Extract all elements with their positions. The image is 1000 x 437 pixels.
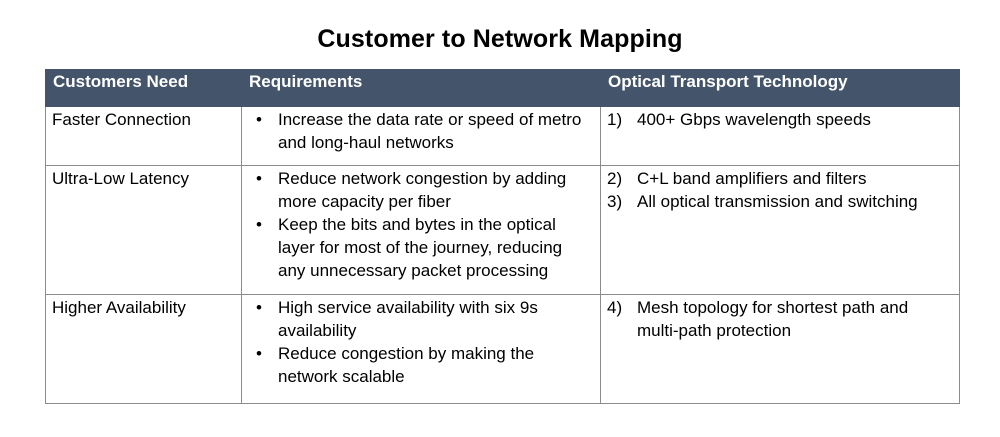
list-item: • Reduce congestion by making the networ… (248, 342, 594, 388)
requirements-list: • High service availability with six 9s … (248, 296, 594, 388)
list-item: 3) All optical transmission and switchin… (607, 190, 953, 213)
technology-cell: 1) 400+ Gbps wavelength speeds (600, 106, 960, 166)
list-number: 2) (607, 169, 623, 188)
requirements-cell: • Increase the data rate or speed of met… (241, 106, 601, 166)
table-body: Faster Connection • Increase the data ra… (45, 106, 960, 404)
header-row: Customers Need Requirements Optical Tran… (45, 69, 960, 107)
technology-text: 400+ Gbps wavelength speeds (637, 110, 871, 129)
list-item: 2) C+L band amplifiers and filters (607, 167, 953, 190)
technology-cell: 4) Mesh topology for shortest path and m… (600, 294, 960, 404)
bullet-icon: • (256, 169, 262, 188)
table-row: Faster Connection • Increase the data ra… (45, 106, 960, 166)
requirements-list: • Reduce network congestion by adding mo… (248, 167, 594, 282)
technology-cell: 2) C+L band amplifiers and filters 3) Al… (600, 165, 960, 295)
bullet-icon: • (256, 298, 262, 317)
need-cell: Higher Availability (45, 294, 242, 404)
technology-list: 4) Mesh topology for shortest path and m… (607, 296, 953, 342)
page-title: Customer to Network Mapping (317, 25, 683, 53)
mapping-table: Customers Need Requirements Optical Tran… (45, 69, 960, 404)
technology-list: 1) 400+ Gbps wavelength speeds (607, 108, 953, 131)
requirements-cell: • High service availability with six 9s … (241, 294, 601, 404)
technology-text: Mesh topology for shortest path and mult… (637, 298, 909, 340)
column-header-optical-transport-technology: Optical Transport Technology (600, 69, 960, 107)
technology-text: All optical transmission and switching (637, 192, 918, 211)
requirement-text: Keep the bits and bytes in the optical l… (278, 215, 563, 280)
column-header-customers-need: Customers Need (45, 69, 242, 107)
requirement-text: Reduce congestion by making the network … (278, 344, 535, 386)
requirement-text: Increase the data rate or speed of metro… (278, 110, 582, 152)
list-item: 1) 400+ Gbps wavelength speeds (607, 108, 953, 131)
list-item: 4) Mesh topology for shortest path and m… (607, 296, 953, 342)
bullet-icon: • (256, 110, 262, 129)
list-number: 1) (607, 110, 623, 129)
list-item: • Increase the data rate or speed of met… (248, 108, 594, 154)
list-number: 3) (607, 192, 623, 211)
list-item: • Keep the bits and bytes in the optical… (248, 213, 594, 282)
requirements-list: • Increase the data rate or speed of met… (248, 108, 594, 154)
requirement-text: High service availability with six 9s av… (278, 298, 538, 340)
column-header-requirements: Requirements (241, 69, 601, 107)
list-item: • Reduce network congestion by adding mo… (248, 167, 594, 213)
technology-text: C+L band amplifiers and filters (637, 169, 867, 188)
table-row: Higher Availability • High service avail… (45, 294, 960, 404)
technology-list: 2) C+L band amplifiers and filters 3) Al… (607, 167, 953, 213)
list-number: 4) (607, 298, 623, 317)
table-row: Ultra-Low Latency • Reduce network conge… (45, 165, 960, 295)
need-cell: Ultra-Low Latency (45, 165, 242, 295)
bullet-icon: • (256, 344, 262, 363)
need-cell: Faster Connection (45, 106, 242, 166)
requirement-text: Reduce network congestion by adding more… (278, 169, 567, 211)
list-item: • High service availability with six 9s … (248, 296, 594, 342)
table-header: Customers Need Requirements Optical Tran… (45, 69, 960, 107)
bullet-icon: • (256, 215, 262, 234)
requirements-cell: • Reduce network congestion by adding mo… (241, 165, 601, 295)
